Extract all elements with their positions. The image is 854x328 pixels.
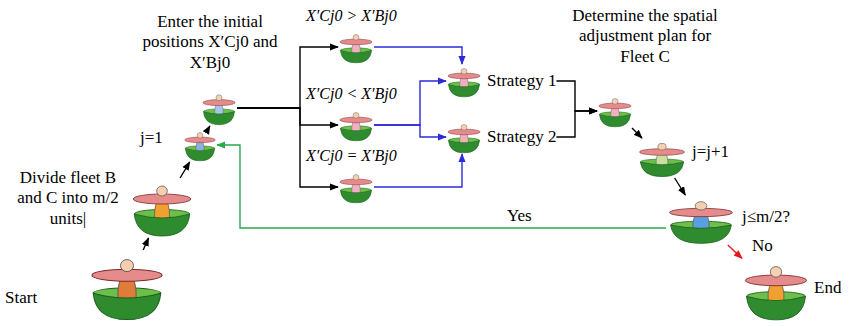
bowl-body xyxy=(340,128,371,140)
bowl-body xyxy=(340,50,371,62)
pilot-bowl-icon xyxy=(637,138,687,178)
pilot-bowl-icon xyxy=(446,120,482,154)
flow-arrow xyxy=(217,145,666,228)
bowl-body xyxy=(599,114,630,126)
pilot-bowl-icon xyxy=(338,170,374,204)
flow-node: Enter the initial positions X′Cj0 and X′… xyxy=(201,90,237,126)
flow-node: Divide fleet B and C into m/2 units| xyxy=(130,178,194,238)
icon-holder xyxy=(666,195,736,245)
node-label: j≤m/2? xyxy=(742,207,790,227)
pilot-bowl-icon xyxy=(338,30,374,64)
flow-node: X′Cj0 = X′Bj0 xyxy=(338,170,374,204)
figure-head xyxy=(121,260,134,272)
flow-arrow xyxy=(556,81,597,111)
icon-holder xyxy=(338,30,374,64)
flow-node: Start xyxy=(88,250,166,322)
flow-arrow xyxy=(556,111,597,137)
bowl-body xyxy=(448,140,479,152)
pilot-bowl-icon xyxy=(88,250,166,322)
bowl-body xyxy=(134,214,189,236)
figure-head xyxy=(353,35,359,41)
pilot-bowl-icon xyxy=(338,108,374,142)
flow-node: j≤m/2? xyxy=(666,195,736,245)
bowl-body xyxy=(203,112,234,125)
flow-arrow xyxy=(374,125,446,137)
icon-holder xyxy=(446,120,482,154)
pilot-bowl-icon xyxy=(446,64,482,98)
node-label: Divide fleet B and C into m/2 units| xyxy=(7,168,129,229)
node-label: X′Cj0 = X′Bj0 xyxy=(306,146,397,165)
figure-head xyxy=(157,186,168,196)
figure-head xyxy=(216,95,222,101)
icon-holder xyxy=(88,250,166,322)
figure-head xyxy=(353,175,359,181)
bowl-body xyxy=(340,190,371,202)
edge-label: Yes xyxy=(505,206,534,226)
icon-holder xyxy=(637,138,687,178)
figure-head xyxy=(461,69,467,75)
node-label: Strategy 1 xyxy=(487,71,556,91)
flow-arrow xyxy=(143,238,148,250)
flow-node: X′Cj0 > X′Bj0 xyxy=(338,30,374,64)
icon-holder xyxy=(338,170,374,204)
icon-holder xyxy=(201,90,237,126)
icon-holder xyxy=(742,258,810,322)
bowl-body xyxy=(448,84,479,96)
node-label: Start xyxy=(5,288,37,308)
bowl-body xyxy=(747,296,806,319)
flow-node: X′Cj0 < X′Bj0 xyxy=(338,108,374,142)
icon-holder xyxy=(130,178,194,238)
edge-label: No xyxy=(750,236,775,256)
flow-arrow xyxy=(675,178,686,195)
flow-node: j=j+1 xyxy=(637,138,687,178)
flow-node: j=1 xyxy=(183,128,217,162)
pilot-bowl-icon xyxy=(742,258,810,322)
node-label: End xyxy=(814,278,841,298)
flow-node: End xyxy=(742,258,810,322)
flow-arrow xyxy=(209,126,210,128)
icon-holder xyxy=(338,108,374,142)
icon-holder xyxy=(597,94,633,128)
pilot-bowl-icon xyxy=(183,128,217,162)
figure-head xyxy=(197,133,203,139)
bowl-body xyxy=(93,293,161,319)
node-label: Strategy 2 xyxy=(487,127,556,147)
flow-arrow xyxy=(237,108,338,125)
figure-head xyxy=(612,99,618,105)
node-label: j=j+1 xyxy=(692,142,729,162)
bowl-body xyxy=(671,225,732,243)
node-label: X′Cj0 > X′Bj0 xyxy=(306,6,397,25)
flow-arrow xyxy=(374,47,462,64)
pilot-bowl-icon xyxy=(666,195,736,245)
bowl-body xyxy=(640,162,683,177)
figure-head xyxy=(695,202,707,210)
figure-head xyxy=(353,113,359,119)
icon-holder xyxy=(446,64,482,98)
bowl-body xyxy=(185,148,214,160)
node-label: X′Cj0 < X′Bj0 xyxy=(306,84,397,103)
flow-arrow xyxy=(180,162,190,178)
pilot-bowl-icon xyxy=(201,90,237,126)
icon-holder xyxy=(183,128,217,162)
figure-head xyxy=(461,125,467,131)
flow-arrow xyxy=(728,245,742,258)
node-label: Enter the initial positions X′Cj0 and X′… xyxy=(125,12,295,73)
flow-arrow xyxy=(632,128,642,138)
pilot-bowl-icon xyxy=(130,178,194,238)
flow-node: Strategy 2 xyxy=(446,120,556,154)
flow-node: Strategy 1 xyxy=(446,64,556,98)
node-label: j=1 xyxy=(140,128,163,148)
figure-head xyxy=(770,267,781,278)
node-label: Determine the spatial adjustment plan fo… xyxy=(570,6,720,67)
pilot-bowl-icon xyxy=(597,94,633,128)
flow-node: Determine the spatial adjustment plan fo… xyxy=(597,94,633,128)
figure-head xyxy=(658,143,666,150)
